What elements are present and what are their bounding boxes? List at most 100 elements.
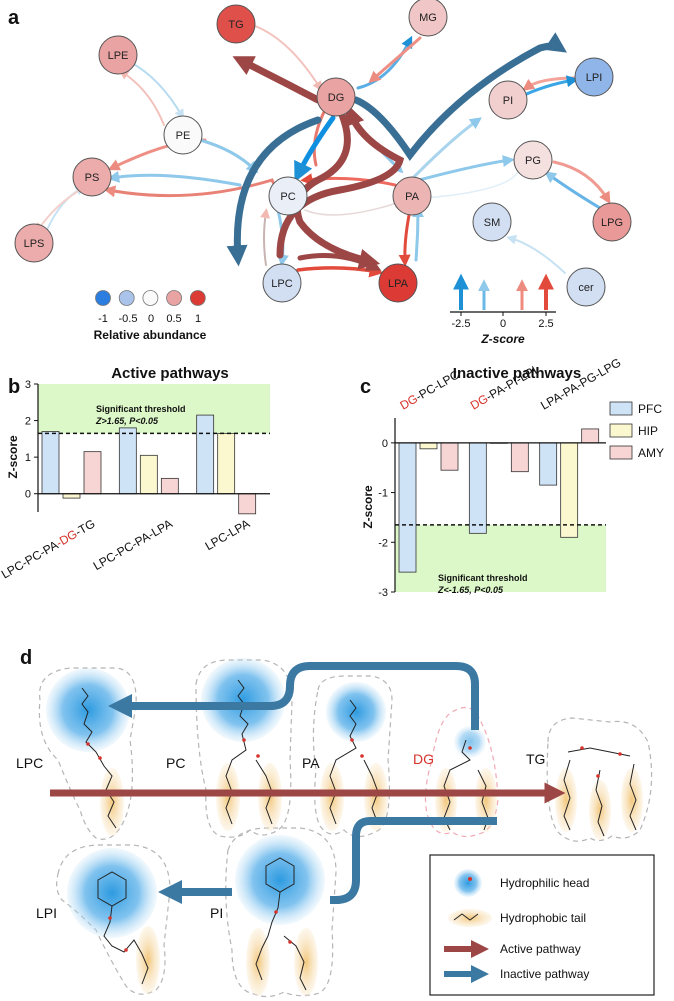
chart-b-significance-zone bbox=[38, 384, 270, 434]
y-tick-label: 2 bbox=[25, 416, 31, 428]
node-circle bbox=[378, 263, 418, 303]
legend-swatch-pfc bbox=[609, 401, 633, 416]
bar-hip bbox=[419, 442, 438, 450]
chart-c-threshold-label: Significant threshold bbox=[438, 573, 528, 583]
abundance-tick-4: 0.5 bbox=[166, 313, 181, 325]
legend-head-atom bbox=[468, 877, 472, 881]
edge-pi-lpi bbox=[518, 75, 579, 99]
edge-pe-pc bbox=[198, 138, 259, 174]
edge-lpc-lpa bbox=[296, 263, 384, 278]
node-lpc: LPC bbox=[262, 263, 302, 303]
edge-ps-pc bbox=[107, 170, 242, 187]
oxygen-atom bbox=[256, 754, 260, 758]
legend-inactive-label: Inactive pathway bbox=[500, 967, 589, 981]
dg-tail-2 bbox=[475, 768, 497, 832]
panel-b: b Active pathways Significant threshold … bbox=[0, 365, 270, 582]
oxygen-atom bbox=[86, 742, 90, 746]
pc-tail-1 bbox=[216, 763, 240, 831]
pi-skeleton bbox=[255, 857, 307, 991]
abundance-tick-1: -1 bbox=[98, 313, 108, 325]
node-label: DG bbox=[328, 92, 345, 104]
oxygen-atom bbox=[618, 752, 622, 756]
node-pi: PI bbox=[488, 80, 528, 120]
bar-hip bbox=[560, 442, 579, 538]
zscore-tick-3: 2.5 bbox=[538, 318, 553, 330]
pc-head bbox=[201, 658, 285, 742]
bar-pfc bbox=[118, 427, 137, 495]
legend-swatch-amy bbox=[609, 445, 633, 460]
oxygen-atom bbox=[108, 916, 112, 920]
edge-dg-lower bbox=[312, 108, 327, 167]
edge-pa-lpa bbox=[398, 208, 412, 267]
panel-d-legend: Hydrophilic head Hydrophobic tail Active… bbox=[429, 854, 655, 996]
y-tick-label: -1 bbox=[378, 488, 388, 500]
tg-tail-1 bbox=[555, 768, 577, 832]
abundance-legend-dot bbox=[166, 290, 183, 306]
x-category-label: LPC-PC-PA-LPA bbox=[91, 516, 175, 573]
edge-cer-sm bbox=[506, 234, 566, 274]
node-label: LPS bbox=[24, 238, 45, 250]
edge-pg-lpg bbox=[552, 160, 611, 205]
node-pc: PC bbox=[268, 176, 308, 216]
node-cer: cer bbox=[566, 267, 606, 307]
node-pg: PG bbox=[513, 140, 553, 180]
edge-lpg-pg bbox=[544, 171, 602, 210]
node-label: PE bbox=[176, 130, 191, 142]
x-category-part: -PI bbox=[500, 374, 520, 394]
legend-tail-chain bbox=[453, 913, 479, 921]
abundance-tick-3: 0 bbox=[148, 313, 154, 325]
lpc-head bbox=[46, 668, 130, 752]
node-lpa: LPA bbox=[378, 263, 418, 303]
tg-tail-2 bbox=[589, 780, 611, 840]
y-tick-label: 0 bbox=[382, 438, 388, 450]
bar-amy bbox=[510, 442, 529, 473]
lpc-tail bbox=[100, 768, 124, 836]
chart-b-threshold-label: Significant threshold bbox=[96, 404, 186, 414]
oxygen-atom bbox=[98, 756, 102, 760]
oxygen-atom bbox=[242, 738, 246, 742]
node-circle bbox=[408, 0, 448, 37]
zscore-tick-2: 0 bbox=[500, 318, 506, 330]
chart-c-title: Inactive pathways bbox=[453, 365, 581, 382]
node-label: PC bbox=[280, 191, 295, 203]
tg-tail-3 bbox=[621, 768, 643, 832]
bar-pfc bbox=[468, 442, 487, 534]
dg-head bbox=[454, 726, 486, 758]
chart-b-title: Active pathways bbox=[111, 365, 229, 382]
abundance-legend-dot bbox=[142, 290, 159, 306]
edge-lpc-pc bbox=[260, 208, 271, 266]
node-label: LPG bbox=[601, 217, 623, 229]
edge-pa-pi bbox=[406, 117, 482, 185]
abundance-legend-dot bbox=[95, 290, 111, 306]
molecule-label-pa: PA bbox=[302, 755, 320, 771]
node-lps: LPS bbox=[14, 223, 54, 263]
node-circle bbox=[316, 77, 356, 117]
legend-label-pfc: PFC bbox=[638, 402, 662, 416]
node-lpg: LPG bbox=[592, 202, 632, 242]
lpi-tail bbox=[136, 926, 160, 994]
bar-amy bbox=[238, 493, 257, 515]
legend-head-swatch bbox=[454, 869, 482, 897]
oxygen-atoms bbox=[86, 738, 622, 952]
tg-skeleton bbox=[563, 747, 637, 837]
dg-tail-1 bbox=[435, 768, 457, 832]
node-circle bbox=[72, 157, 112, 197]
zscore-tick-1: -2.5 bbox=[452, 318, 471, 330]
edge-lpc-lpa-dark bbox=[297, 253, 382, 271]
abundance-tick-5: 1 bbox=[195, 313, 201, 325]
node-label: PA bbox=[405, 191, 420, 203]
panel-d: d bbox=[16, 647, 655, 998]
legend-tail-label: Hydrophobic tail bbox=[500, 911, 586, 925]
edge-lpa-pa bbox=[411, 205, 424, 262]
chart-c-threshold-stats: Z<-1.65, P<0.05 bbox=[437, 585, 504, 595]
node-circle bbox=[163, 115, 203, 155]
oxygen-atom bbox=[274, 910, 278, 914]
edge-dg-pc bbox=[294, 115, 336, 183]
zscore-legend: -2.5 0 2.5 Z-score bbox=[450, 273, 556, 346]
bar-hip bbox=[217, 432, 236, 495]
legend-label-hip: HIP bbox=[638, 424, 658, 438]
edge-dg-lpc bbox=[226, 116, 322, 267]
node-pe: PE bbox=[163, 115, 203, 155]
